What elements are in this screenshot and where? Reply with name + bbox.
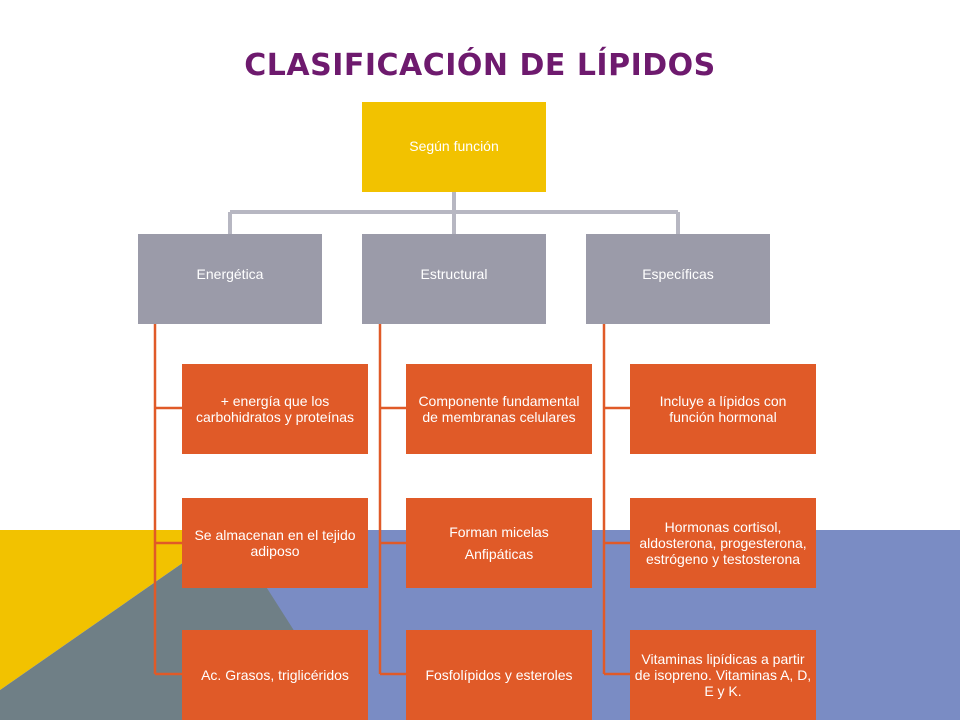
- category-estructural: Estructural: [362, 234, 546, 324]
- estructural-item-2-line-1: Forman micelas: [449, 524, 549, 540]
- category-energetica: Energética: [138, 234, 322, 324]
- slide-title: CLASIFICACIÓN DE LÍPIDOS: [244, 48, 716, 83]
- estructural-item-2-line-2: Anfipáticas: [464, 546, 534, 562]
- root-node: Según función: [362, 102, 546, 192]
- especificas-item-3: Vitaminas lipídicas a partir de isopreno…: [630, 630, 816, 720]
- category-especificas: Específicas: [586, 234, 770, 324]
- energetica-item-1: + energía que los carbohidratos y proteí…: [182, 364, 368, 454]
- especificas-item-2: Hormonas cortisol, aldosterona, progeste…: [630, 498, 816, 588]
- estructural-item-1: Componente fundamental de membranas celu…: [406, 364, 592, 454]
- energetica-item-3: Ac. Grasos, triglicéridos: [182, 630, 368, 720]
- estructural-item-2: Forman micelas Anfipáticas: [406, 498, 592, 588]
- especificas-item-1: Incluye a lípidos con función hormonal: [630, 364, 816, 454]
- energetica-item-2: Se almacenan en el tejido adiposo: [182, 498, 368, 588]
- estructural-item-3: Fosfolípidos y esteroles: [406, 630, 592, 720]
